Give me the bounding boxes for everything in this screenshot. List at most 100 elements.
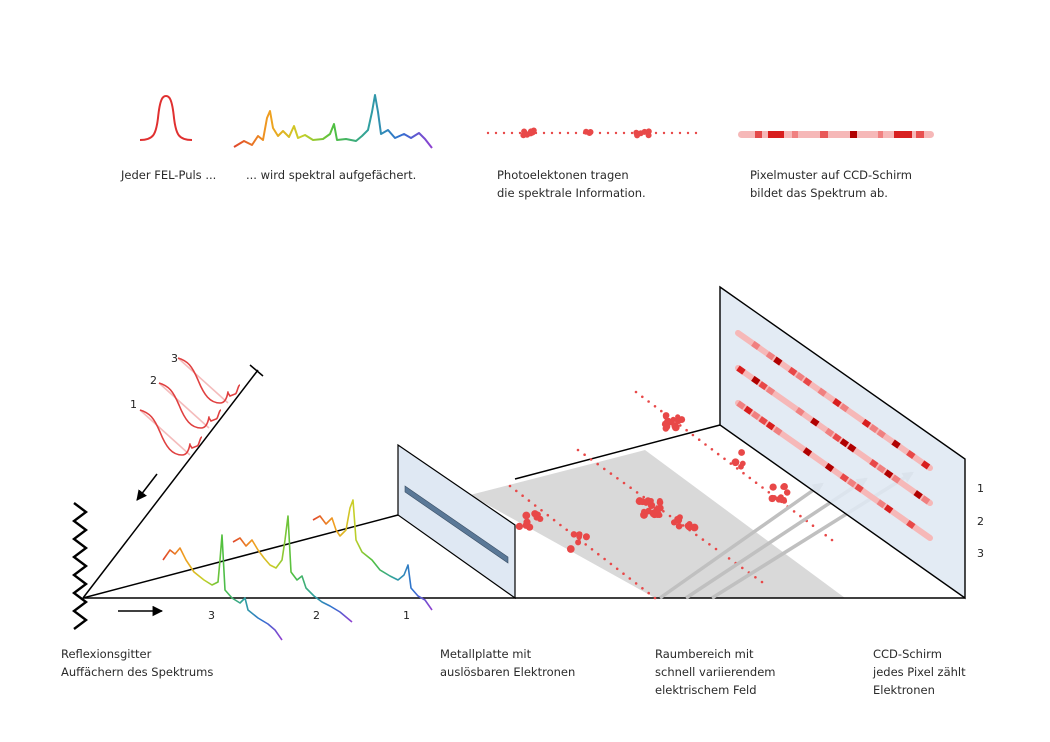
pixel-segment bbox=[832, 398, 842, 408]
pulse-number: 3 bbox=[171, 352, 178, 365]
direction-arrow-icon bbox=[136, 473, 158, 501]
legend-electron-stream bbox=[486, 127, 698, 139]
electron-dot bbox=[628, 577, 632, 580]
electron-dot bbox=[710, 448, 714, 451]
electron-dot bbox=[653, 596, 657, 600]
electron-dot bbox=[783, 489, 791, 496]
pixel-segment bbox=[787, 366, 798, 376]
electron-dot bbox=[609, 472, 613, 475]
electron-dot bbox=[515, 489, 518, 493]
screen-number: 1 bbox=[977, 482, 984, 495]
electron-dot bbox=[518, 131, 522, 135]
electron-dot bbox=[695, 533, 698, 537]
electron-dot bbox=[584, 543, 587, 546]
legend-pulse-label: Jeder FEL-Puls ... bbox=[121, 168, 217, 182]
electron-dot bbox=[643, 499, 650, 506]
pixel-segment bbox=[891, 474, 901, 484]
electron-dot bbox=[780, 483, 787, 490]
electron-dot bbox=[527, 499, 531, 502]
electron-dot bbox=[614, 131, 618, 135]
electron-dot bbox=[634, 390, 638, 394]
electron-dot bbox=[531, 510, 539, 518]
pixel-segment bbox=[891, 439, 901, 449]
pixel-segment bbox=[839, 438, 850, 448]
electron-dot bbox=[741, 566, 744, 570]
electron-dot bbox=[540, 509, 543, 512]
electron-dot bbox=[738, 449, 745, 456]
electron-dot bbox=[675, 522, 683, 530]
electron-dot bbox=[685, 428, 688, 432]
dispersed-spectra bbox=[162, 499, 433, 641]
pixel-segment bbox=[795, 372, 805, 382]
field-region bbox=[470, 450, 845, 598]
incoming-pulses bbox=[139, 357, 241, 456]
electron-dot bbox=[701, 538, 705, 541]
electron-dot bbox=[634, 582, 638, 585]
pixel-segment bbox=[773, 356, 783, 366]
pixel-segment bbox=[758, 381, 768, 391]
electron-dot bbox=[502, 131, 506, 135]
pixel-segment bbox=[839, 473, 850, 483]
electron-dot bbox=[558, 131, 562, 135]
electron-dot bbox=[597, 552, 600, 556]
pixel-segment bbox=[876, 499, 886, 509]
electron-dot bbox=[635, 491, 639, 494]
pixel-segment bbox=[802, 447, 813, 457]
electron-dot bbox=[515, 522, 524, 531]
electron-dot bbox=[684, 522, 692, 530]
electron-dot bbox=[754, 481, 758, 485]
pixel-segment bbox=[854, 483, 864, 493]
pixel-segment bbox=[736, 400, 746, 410]
electron-dot bbox=[565, 528, 568, 532]
electron-dot bbox=[522, 511, 531, 520]
electron-dot bbox=[671, 422, 679, 430]
electron-dot bbox=[754, 576, 757, 579]
electron-dot bbox=[546, 513, 550, 517]
electron-dot bbox=[663, 423, 671, 431]
pixel-segment bbox=[802, 377, 813, 387]
electron-dot bbox=[662, 510, 665, 513]
electron-dot bbox=[641, 395, 644, 399]
electron-dot bbox=[533, 504, 537, 507]
electron-dot bbox=[697, 438, 701, 442]
electron-dot bbox=[524, 131, 531, 138]
electron-dot bbox=[629, 486, 632, 490]
electron-dot bbox=[723, 457, 726, 461]
pixel-segment bbox=[876, 429, 886, 439]
electron-dot bbox=[647, 501, 656, 509]
electron-dot bbox=[792, 510, 796, 513]
pixel-segment bbox=[861, 418, 872, 428]
electron-dot bbox=[674, 516, 680, 522]
electron-dot bbox=[714, 547, 718, 551]
electron-dot bbox=[653, 510, 662, 519]
electron-dot bbox=[660, 409, 663, 413]
pixel-segment bbox=[773, 426, 783, 436]
electron-dot bbox=[742, 471, 745, 475]
electron-dot bbox=[603, 467, 606, 471]
electron-dot bbox=[641, 508, 647, 515]
ccd-pixel-rows bbox=[735, 330, 933, 541]
electron-dot bbox=[510, 131, 514, 135]
electron-dot bbox=[615, 567, 619, 571]
electron-dot bbox=[662, 412, 670, 419]
pixel-segment bbox=[839, 403, 850, 413]
pixel-segment bbox=[758, 416, 768, 426]
screen-numbers: 1 2 3 bbox=[977, 482, 984, 560]
electron-dot bbox=[727, 557, 731, 560]
screen-number: 3 bbox=[977, 547, 984, 560]
pixel-segment bbox=[876, 464, 886, 474]
electron-dot bbox=[641, 587, 644, 590]
pixel-segment bbox=[765, 351, 776, 361]
legend-spread-label: ... wird spektral aufgefächert. bbox=[246, 168, 417, 182]
pixel-segment bbox=[832, 433, 842, 443]
electron-dot bbox=[596, 462, 599, 466]
electron-dot bbox=[630, 131, 634, 135]
electron-dot bbox=[824, 533, 827, 537]
electron-dot bbox=[678, 131, 682, 135]
electron-dot bbox=[606, 131, 610, 135]
legend-pulse-icon bbox=[139, 94, 193, 141]
metal-plate bbox=[397, 443, 516, 600]
